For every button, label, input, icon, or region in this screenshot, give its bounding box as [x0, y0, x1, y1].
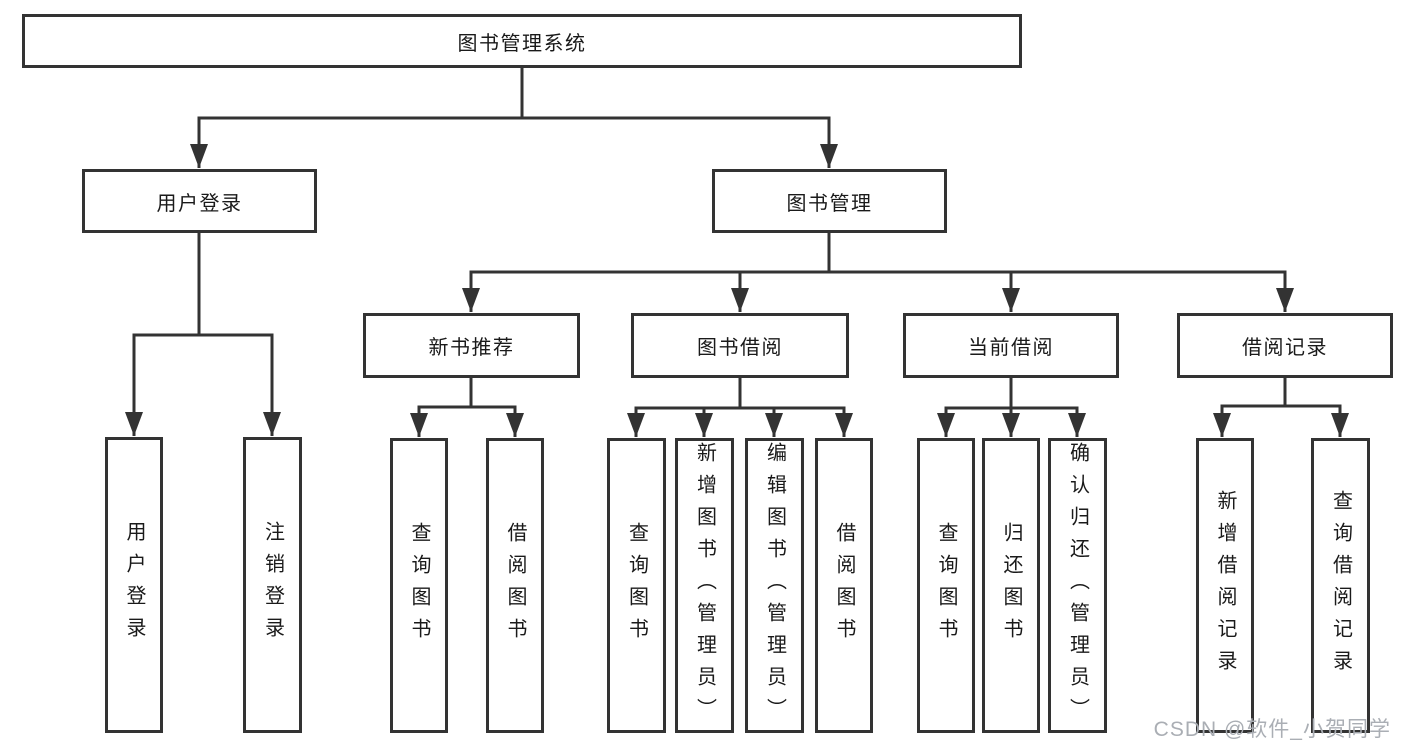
- leaf-label: 新增借阅记录: [1214, 489, 1236, 682]
- leaf-label: 编辑图书（管理员）: [763, 441, 786, 730]
- leaf-logout: 注销登录: [243, 437, 302, 733]
- node-new-book-recommendation: 新书推荐: [363, 313, 580, 378]
- node-book-management: 图书管理: [712, 169, 947, 233]
- leaf-query-books-recommend: 查询图书: [390, 438, 448, 733]
- leaf-user-login: 用户登录: [105, 437, 163, 733]
- leaf-add-book-admin: 新增图书（管理员）: [675, 438, 734, 733]
- leaf-confirm-return-admin: 确认归还（管理员）: [1048, 438, 1107, 733]
- leaf-borrow-books-borrowing: 借阅图书: [815, 438, 873, 733]
- leaf-label: 查询图书: [408, 521, 430, 650]
- node-book-borrowing: 图书借阅: [631, 313, 849, 378]
- leaf-label: 查询借阅记录: [1329, 489, 1352, 682]
- node-borrowing-records: 借阅记录: [1177, 313, 1393, 378]
- leaf-label: 借阅图书: [504, 521, 526, 650]
- leaf-label: 归还图书: [1000, 521, 1022, 650]
- node-user-login: 用户登录: [82, 169, 317, 233]
- leaf-query-books-current: 查询图书: [917, 438, 975, 733]
- leaf-label: 查询图书: [625, 521, 648, 650]
- csdn-watermark: CSDN @软件_小贺同学: [1153, 718, 1391, 741]
- leaf-return-books: 归还图书: [982, 438, 1040, 733]
- leaf-query-borrow-record: 查询借阅记录: [1311, 438, 1370, 733]
- leaf-label: 查询图书: [935, 521, 957, 650]
- leaf-label: 借阅图书: [833, 521, 855, 650]
- node-current-borrowing: 当前借阅: [903, 313, 1119, 378]
- leaf-add-borrow-record: 新增借阅记录: [1196, 438, 1254, 733]
- leaf-query-books-borrowing: 查询图书: [607, 438, 666, 733]
- leaf-label: 注销登录: [261, 521, 284, 649]
- leaf-label: 新增图书（管理员）: [693, 441, 716, 730]
- leaf-edit-book-admin: 编辑图书（管理员）: [745, 438, 804, 733]
- leaf-label: 确认归还（管理员）: [1066, 441, 1089, 730]
- leaf-label: 用户登录: [123, 521, 145, 649]
- node-library-system: 图书管理系统: [22, 14, 1022, 68]
- leaf-borrow-books-recommend: 借阅图书: [486, 438, 544, 733]
